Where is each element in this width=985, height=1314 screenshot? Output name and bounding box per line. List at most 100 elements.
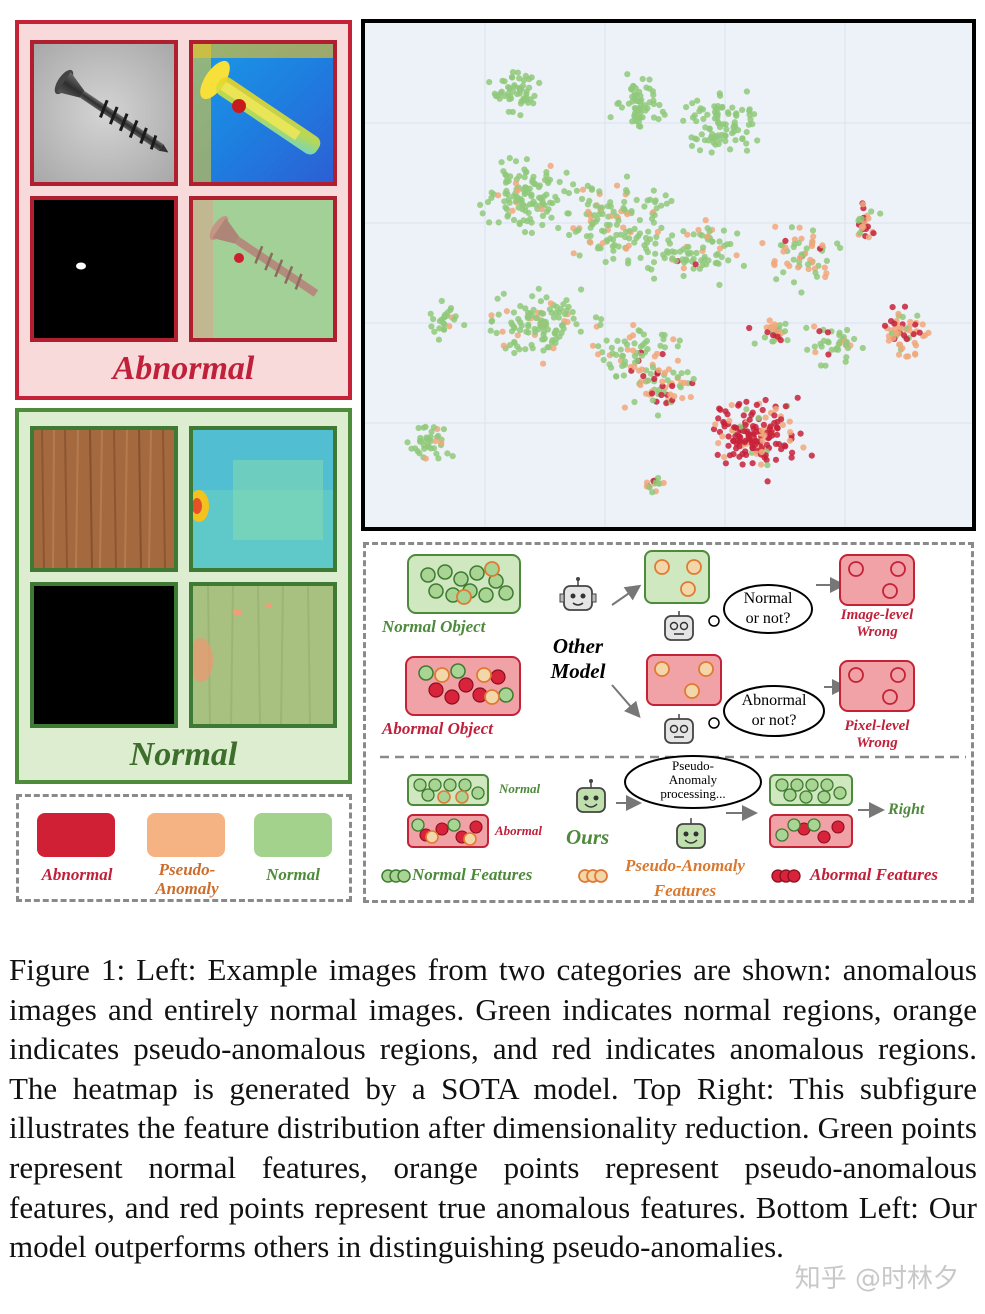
scatter-point (763, 441, 771, 448)
scatter-point (749, 409, 756, 416)
scatter-point (592, 202, 599, 209)
scatter-point (638, 352, 645, 359)
scatter-point (516, 173, 523, 180)
scatter-point (906, 327, 913, 334)
scatter-point (779, 421, 786, 429)
scatter-point (420, 424, 427, 431)
scatter-point (734, 431, 741, 438)
pixel-level-wrong-label: Pixel-level Wrong (822, 718, 932, 752)
scatter-point (704, 111, 711, 118)
scatter-point (621, 338, 628, 345)
scatter-point (631, 398, 638, 406)
scatter-point (648, 390, 656, 397)
scatter-point (837, 244, 844, 251)
scatter-point (782, 403, 789, 410)
scatter-point (771, 419, 778, 427)
scatter-point (736, 400, 743, 408)
scatter-point (716, 405, 723, 412)
scatter-point (788, 454, 795, 461)
scatter-point (658, 391, 665, 399)
ours-abnormal-label: Abormal (495, 823, 542, 838)
scatter-point (722, 460, 729, 467)
scatter-point (618, 104, 625, 111)
scatter-point (499, 328, 506, 335)
scatter-point (547, 199, 554, 206)
scatter-point (650, 91, 657, 99)
scatter-point (755, 414, 762, 421)
scatter-point (636, 217, 643, 224)
scatter-point (637, 254, 644, 261)
bubble-normal-text: Normal or not? (724, 589, 812, 629)
scatter-point (726, 452, 734, 459)
scatter-point (421, 445, 428, 452)
scatter-point (786, 262, 793, 270)
scatter-point (639, 342, 646, 349)
scatter-point (608, 344, 615, 351)
scatter-point (532, 328, 539, 335)
scatter-point (691, 112, 698, 119)
scatter-point (661, 111, 668, 118)
scatter-point (743, 398, 750, 405)
scatter-point (716, 238, 723, 245)
scatter-point (699, 261, 706, 269)
scatter-point (676, 337, 683, 344)
scatter-point (624, 211, 631, 218)
scatter-point (798, 235, 805, 242)
scatter-point (660, 479, 667, 487)
bubble-pseudo-text: Pseudo- Anomaly processing... (636, 759, 750, 801)
scatter-point (631, 96, 638, 103)
scatter-point (646, 236, 654, 243)
bubble-pseudo-line3: processing... (660, 786, 726, 801)
scatter-point (535, 285, 542, 292)
scatter-point (709, 238, 716, 245)
scatter-point (509, 207, 516, 214)
scatter-point (621, 198, 628, 206)
scatter-point (759, 406, 766, 414)
scatter-point (610, 247, 617, 254)
scatter-point (431, 328, 438, 335)
scatter-point (511, 339, 518, 346)
scatter-point (519, 82, 527, 89)
scatter-point (716, 90, 723, 97)
scatter-point (790, 256, 797, 263)
scatter-point (613, 231, 620, 239)
scatter-point (674, 357, 681, 364)
scatter-point (432, 438, 439, 445)
image-wrong-line1: Image-level (840, 607, 914, 623)
scatter-point (653, 350, 661, 357)
scatter-point (521, 190, 528, 198)
scatter-point (646, 484, 653, 491)
scatter-point (506, 199, 513, 206)
scatter-point (782, 244, 789, 251)
scatter-point (488, 189, 495, 196)
scatter-point (438, 297, 445, 305)
bubble-abnormal-line2: or not? (751, 712, 797, 729)
scatter-point (649, 489, 656, 496)
scatter-point (609, 350, 616, 357)
scatter-point (517, 303, 524, 310)
scatter-point (570, 181, 577, 188)
abnormal-features-label: Abormal Features (810, 865, 938, 884)
scatter-point (435, 336, 442, 343)
scatter-point (919, 321, 926, 328)
scatter-point (692, 261, 699, 268)
confused-robot-icon (664, 611, 694, 641)
scatter-point (514, 69, 521, 76)
scatter-point (672, 257, 679, 265)
scatter-point (677, 384, 684, 391)
scatter-point (731, 128, 738, 135)
scatter-point (659, 378, 666, 385)
scatter-point (881, 322, 889, 329)
scatter-point (823, 257, 830, 264)
scatter-point (524, 313, 531, 320)
scatter-point (706, 125, 713, 132)
scatter-point (540, 336, 547, 343)
scatter-point (623, 245, 630, 252)
legend-label-normal: Normal (266, 865, 320, 884)
scatter-point (759, 240, 766, 247)
scatter-point (577, 328, 584, 335)
scatter-point (498, 159, 505, 166)
scatter-point (622, 234, 629, 241)
scatter-point (509, 69, 517, 76)
scatter-point (819, 242, 826, 249)
